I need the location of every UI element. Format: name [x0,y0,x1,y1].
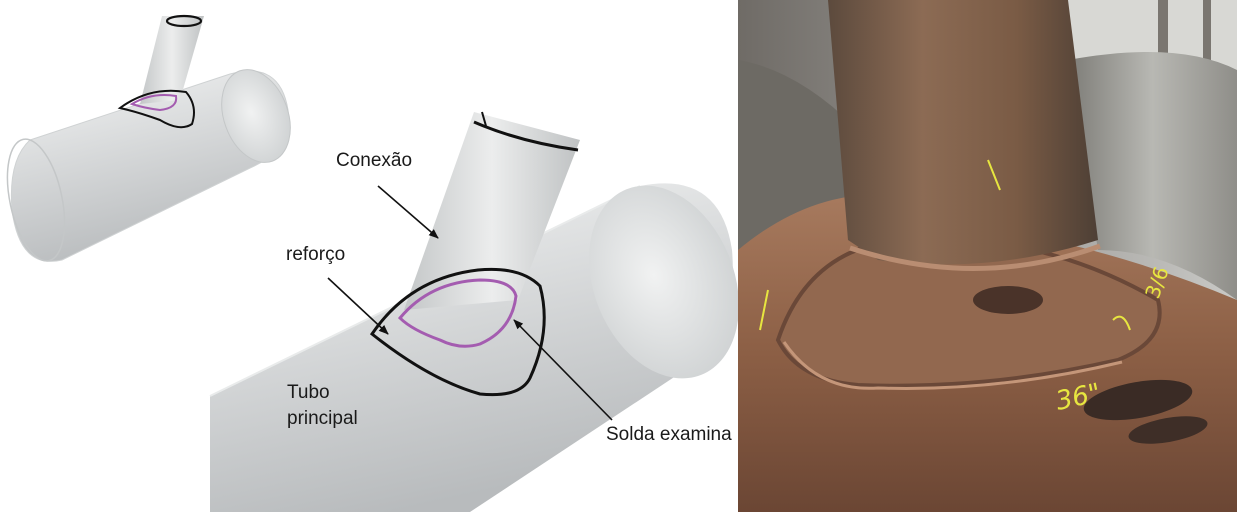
label-reforco: reforço [286,244,345,266]
large-pipe-view [210,112,766,512]
photo-branch-pipe [828,0,1098,265]
arrow-conexao [378,186,438,238]
small-pipe-view [0,16,302,266]
label-solda-examinada: Solda examina [606,424,736,446]
label-principal: principal [287,408,358,430]
weld-photo: 36" 3/6 [738,0,1237,512]
photo-corrosion-spot-3 [973,286,1043,314]
weld-photo-illustration: 36" 3/6 [738,0,1237,512]
label-conexao: Conexão [336,150,412,172]
label-tubo: Tubo [287,382,330,404]
